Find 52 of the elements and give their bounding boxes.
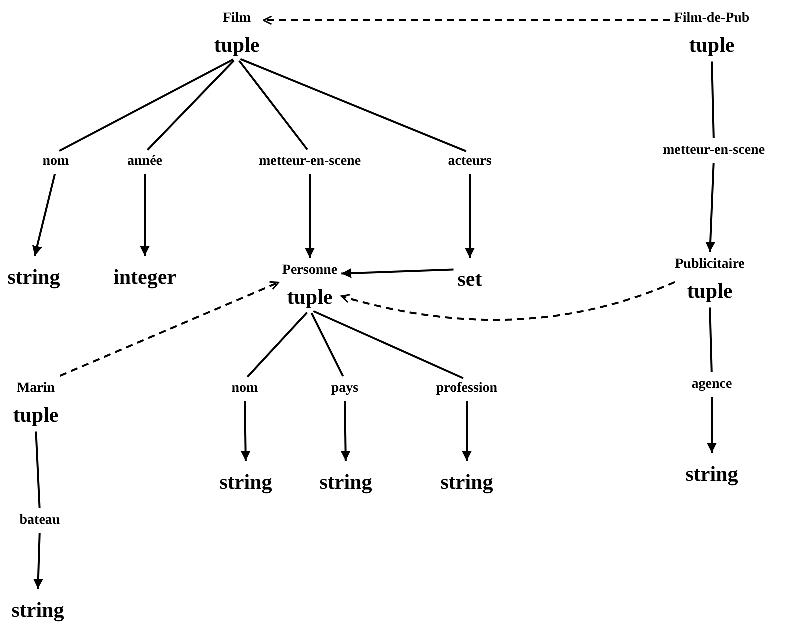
connector-line	[35, 432, 41, 508]
arrow	[263, 16, 670, 26]
type-name: string	[12, 597, 64, 624]
connector-line	[240, 58, 467, 152]
type-name: string	[686, 461, 738, 488]
connector-line	[711, 62, 715, 138]
attribute-name: Personne	[282, 262, 338, 280]
arrow	[340, 401, 351, 462]
attribute-name: acteurs	[448, 153, 492, 170]
arrow	[305, 174, 315, 258]
arrow	[32, 174, 56, 256]
connector-line	[238, 60, 308, 150]
connector-line	[246, 312, 308, 378]
type-name: integer	[114, 264, 176, 290]
arrow	[462, 402, 472, 461]
arrow	[33, 533, 44, 590]
attribute-name: agence	[692, 376, 732, 394]
type-name: tuple	[13, 402, 59, 428]
connector-line	[147, 60, 235, 151]
type-name: tuple	[287, 284, 333, 310]
attribute-name: année	[128, 153, 162, 170]
type-name: string	[220, 469, 272, 496]
type-name: set	[458, 266, 482, 292]
attribute-name: pays	[331, 380, 359, 398]
type-name: tuple	[214, 32, 260, 58]
attribute-name: nom	[232, 380, 258, 398]
attribute-name: nom	[42, 153, 70, 170]
attribute-name: metteur-en-scene	[662, 142, 766, 160]
connector-line	[59, 58, 234, 152]
arrow	[342, 268, 454, 278]
connector-line	[709, 308, 713, 372]
type-name: string	[8, 264, 60, 290]
attribute-name: Publicitaire	[675, 256, 745, 274]
type-name: string	[440, 469, 494, 496]
arrow	[240, 401, 251, 462]
type-name: tuple	[689, 32, 735, 58]
attribute-name: metteur-en-scene	[258, 153, 362, 170]
type-name: tuple	[687, 278, 733, 304]
connector-line	[313, 310, 464, 380]
connector-line	[310, 312, 344, 377]
arrow	[707, 398, 717, 453]
arrow	[60, 281, 280, 377]
arrow	[706, 163, 716, 252]
attribute-name: bateau	[20, 512, 60, 530]
arrow	[465, 174, 475, 258]
attribute-name: Marin	[16, 380, 56, 398]
type-name: string	[320, 469, 372, 496]
arrow	[340, 281, 676, 321]
attribute-name: profession	[436, 380, 498, 398]
attribute-name: Film	[223, 10, 251, 28]
attribute-name: Film-de-Pub	[674, 10, 750, 28]
arrow	[140, 174, 150, 256]
